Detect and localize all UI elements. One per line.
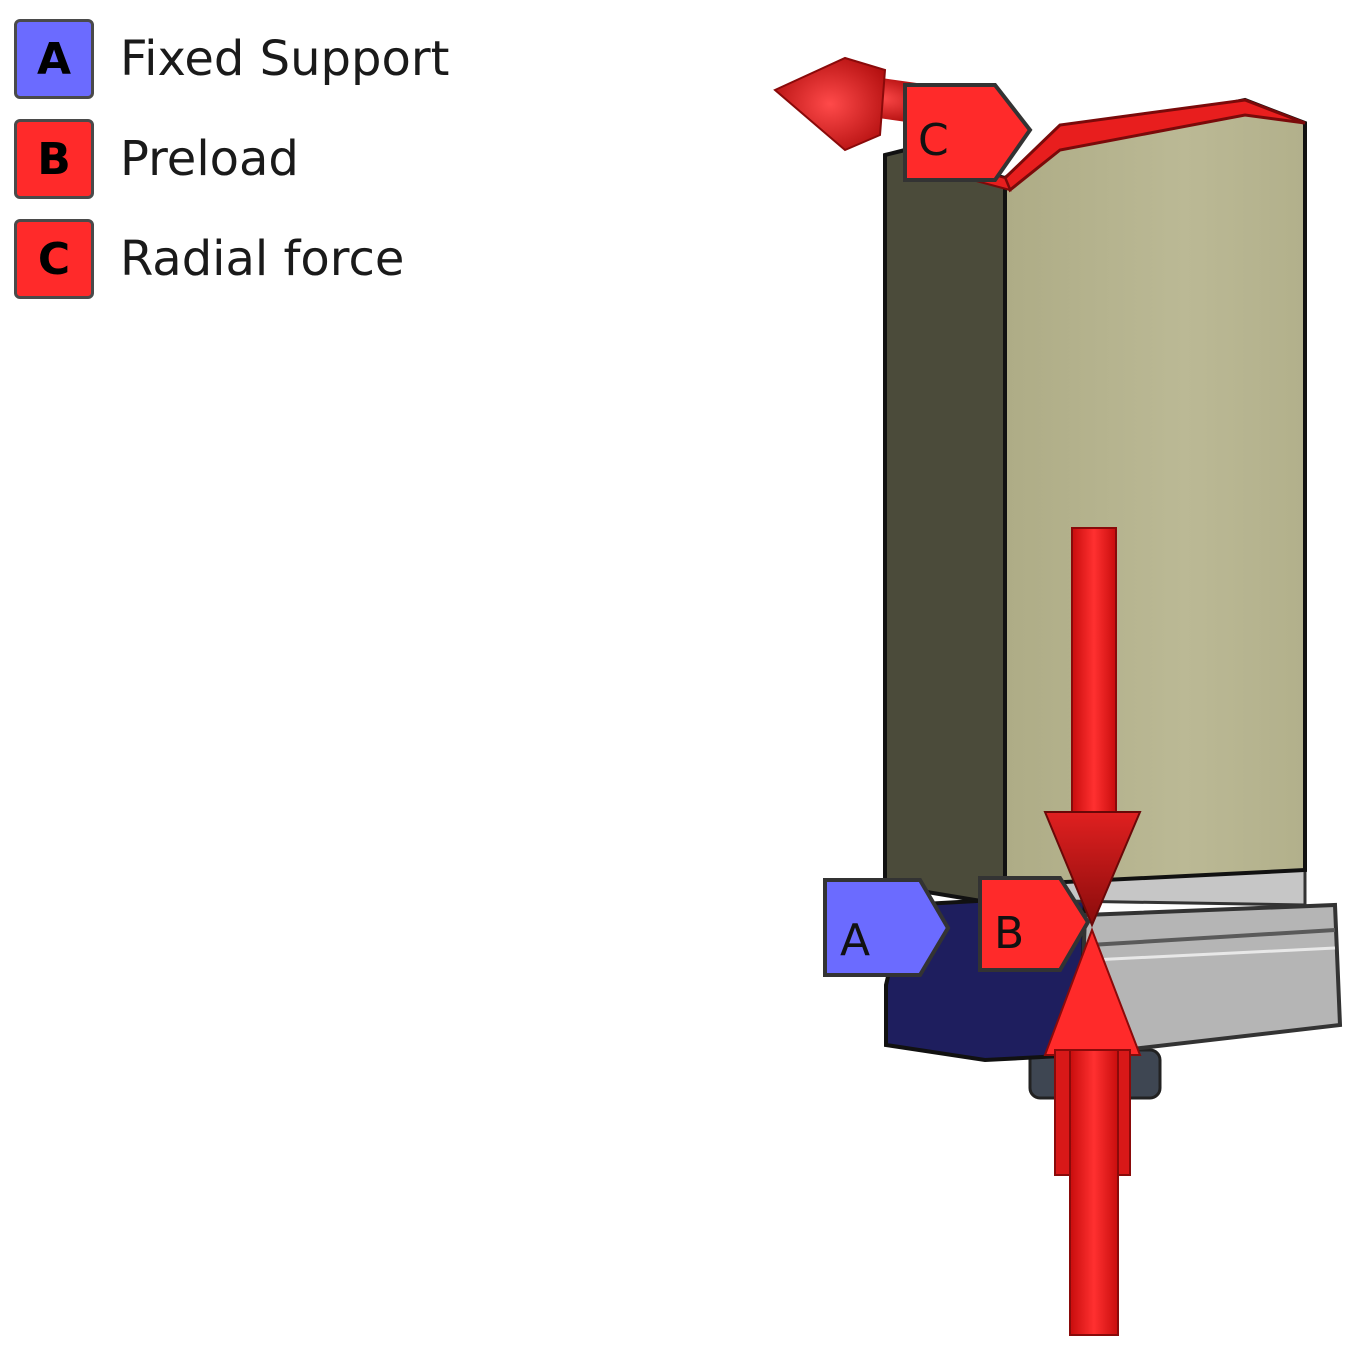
tag-c-label: C (918, 115, 949, 166)
radial-force-edge (1003, 98, 1306, 193)
tag-a: A (823, 878, 951, 977)
legend-label: Fixed Support (120, 31, 450, 87)
tag-c: C (903, 83, 1033, 182)
preload-arrow-up (1043, 927, 1142, 1336)
tag-b: B (978, 876, 1091, 972)
legend-label: Preload (120, 131, 299, 187)
blade-side-face (883, 147, 1007, 908)
legend-item-radial-force: C Radial force (14, 216, 449, 302)
legend-swatch-a: A (14, 19, 94, 99)
tag-b-label: B (994, 908, 1024, 959)
legend-letter: C (37, 233, 71, 285)
legend-letter: B (37, 133, 71, 185)
legend-item-preload: B Preload (14, 116, 449, 202)
tag-a-label: A (840, 915, 870, 966)
legend-item-fixed-support: A Fixed Support (14, 16, 449, 102)
legend-swatch-c: C (14, 219, 94, 299)
legend-swatch-b: B (14, 119, 94, 199)
preload-arrow-down (1043, 527, 1142, 928)
legend-label: Radial force (120, 231, 405, 287)
blade-front-face (1003, 97, 1307, 888)
legend-letter: A (36, 33, 72, 85)
legend: A Fixed Support B Preload C Radial force (14, 16, 449, 316)
